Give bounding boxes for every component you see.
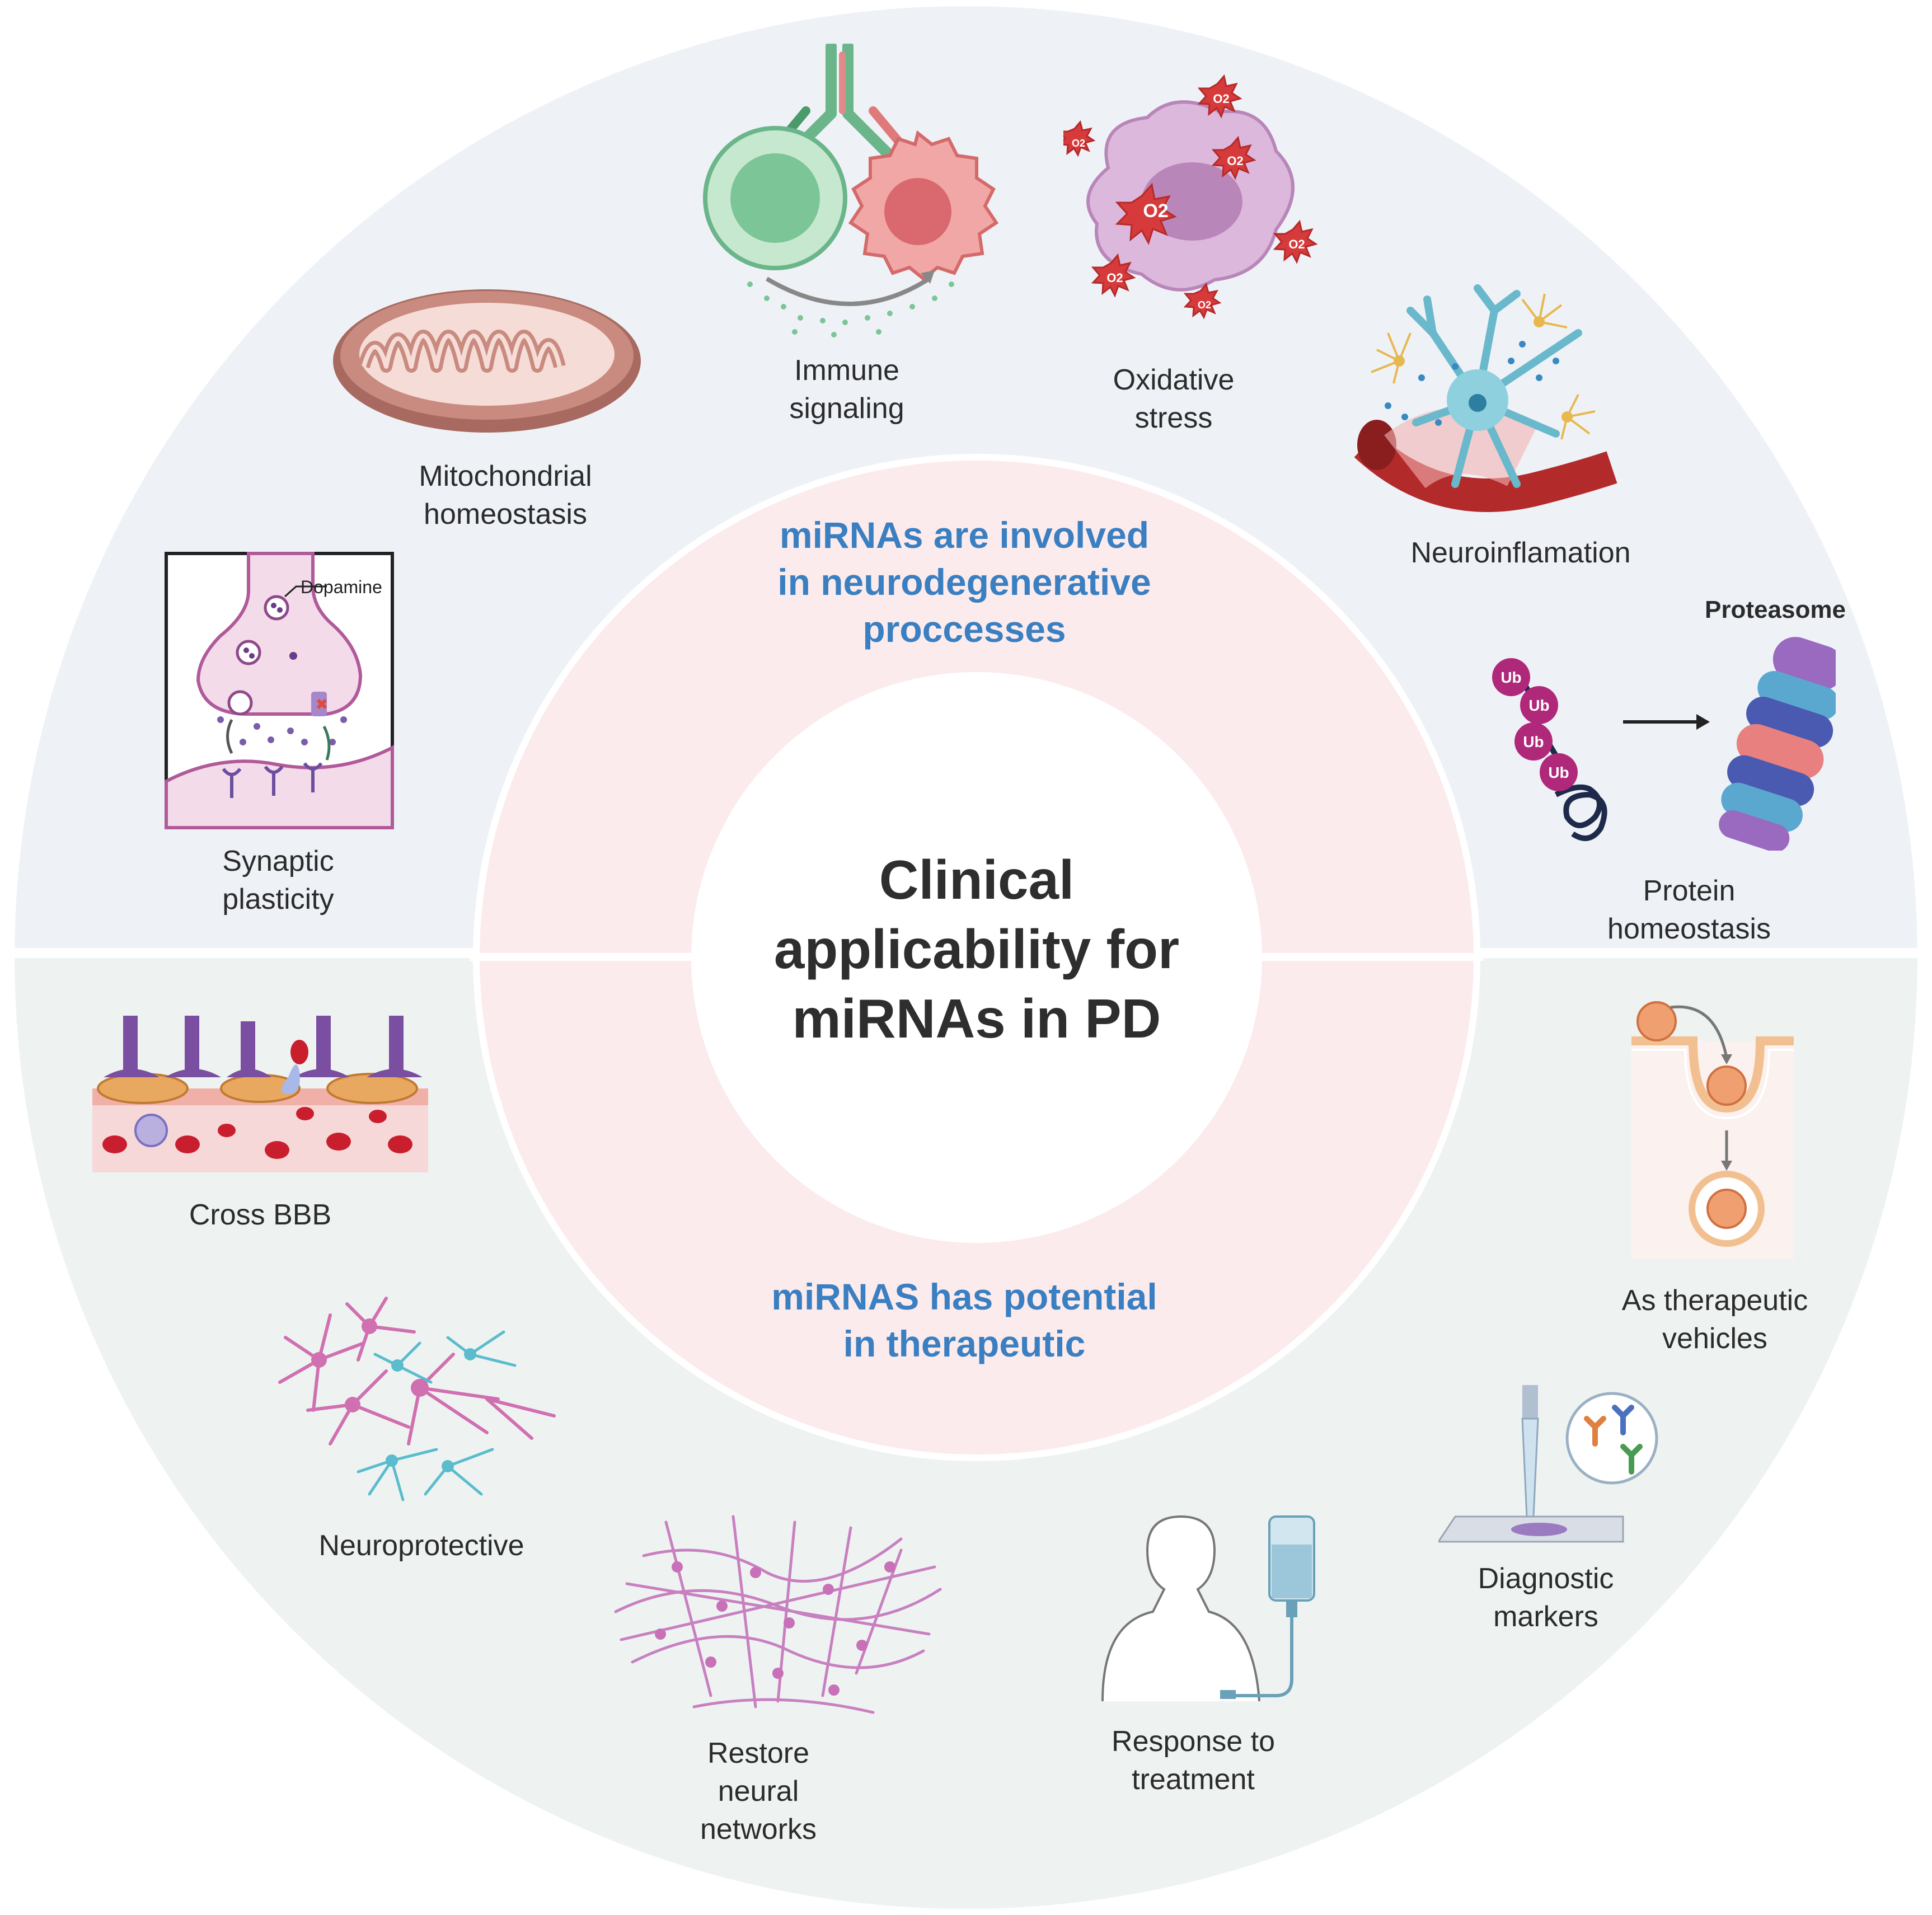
label-synaptic-plasticity: Synaptic plasticity <box>222 845 334 916</box>
neuroprotective-icon <box>278 1297 556 1501</box>
label-oxidative-stress: Oxidative stress <box>1113 364 1235 434</box>
o2-label-7: O2 <box>1198 299 1211 311</box>
ub-label-4: Ub <box>1548 764 1569 781</box>
exosome-uptake-icon <box>1631 1001 1794 1259</box>
o2-label-main: O2 <box>1143 200 1168 222</box>
mitochondria-icon <box>333 289 641 433</box>
ub-label-3: Ub <box>1523 733 1544 750</box>
neural-network-icon <box>614 1515 942 1714</box>
center-title: Clinical applicability for miRNAs in PD <box>773 849 1180 1049</box>
o2-label-6: O2 <box>1106 271 1123 285</box>
ring-title-upper: miRNAs are involved in neurodegenerative… <box>777 514 1151 650</box>
o2-label-4: O2 <box>1072 138 1085 149</box>
label-immune-signaling: Immune signaling <box>789 354 904 425</box>
label-protein-homeostasis: Protein homeostasis <box>1607 875 1771 945</box>
ub-label-1: Ub <box>1500 669 1521 686</box>
o2-label-2: O2 <box>1227 154 1243 168</box>
dopamine-label: Dopamine <box>301 577 382 597</box>
diagnostic-markers-icon <box>1438 1385 1658 1543</box>
label-restore-neural-networks: Restore neural networks <box>700 1737 817 1846</box>
patient-iv-icon <box>1101 1515 1315 1701</box>
synapse-icon: Dopamine <box>165 552 394 829</box>
proteasome-icon: Ub Ub Ub Ub <box>1492 637 1836 851</box>
proteasome-label: Proteasome <box>1705 596 1846 623</box>
neuroinflamation-icon <box>1354 284 1617 512</box>
o2-label-5: O2 <box>1288 237 1305 251</box>
label-response-to-treatment: Response to treatment <box>1112 1725 1275 1796</box>
immune-cells-icon <box>703 44 999 337</box>
ub-label-2: Ub <box>1528 697 1549 714</box>
label-cross-bbb: Cross BBB <box>189 1199 332 1231</box>
oxidative-stress-icon: O2 O2 O2 O2 O2 O2 O2 <box>1063 74 1318 320</box>
label-therapeutic-vehicles: As therapeutic vehicles <box>1621 1284 1808 1355</box>
ring-title-lower: miRNAS has potential in therapeutic <box>771 1276 1157 1364</box>
label-diagnostic-markers: Diagnostic markers <box>1478 1562 1614 1633</box>
o2-label-3: O2 <box>1213 92 1229 106</box>
blood-brain-barrier-icon <box>92 1016 428 1172</box>
label-neuroprotective: Neuroprotective <box>318 1529 524 1562</box>
label-neuroinflamation: Neuroinflamation <box>1410 537 1631 569</box>
center-disc <box>691 672 1262 1243</box>
label-mitochondrial-homeostasis: Mitochondrial homeostasis <box>419 460 592 531</box>
